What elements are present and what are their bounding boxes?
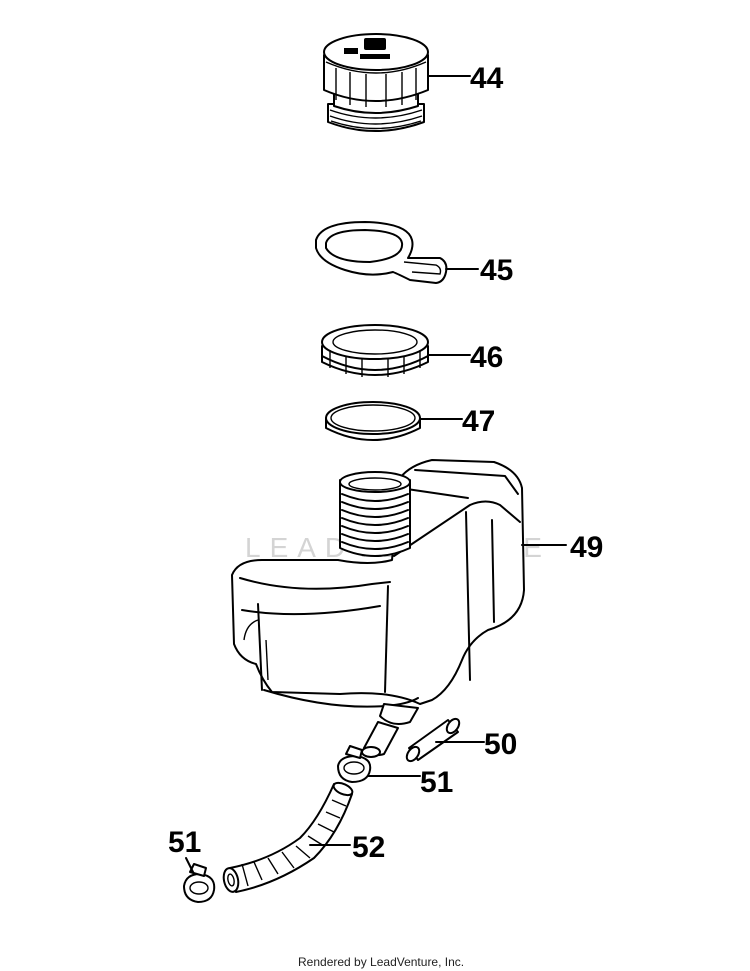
tank-outlet-elbow bbox=[361, 721, 399, 758]
callout-49: 49 bbox=[570, 531, 603, 564]
callout-51-upper: 51 bbox=[420, 766, 453, 799]
callout-46: 46 bbox=[470, 341, 503, 374]
callout-50: 50 bbox=[484, 728, 517, 761]
callout-44: 44 bbox=[470, 62, 504, 95]
lock-ring-part-46[interactable] bbox=[321, 324, 429, 377]
callout-45: 45 bbox=[480, 254, 513, 287]
callout-52: 52 bbox=[352, 831, 385, 864]
fuel-hose-part-52[interactable] bbox=[222, 780, 355, 893]
seal-part-47[interactable] bbox=[325, 401, 421, 441]
fuel-cap-part-44[interactable] bbox=[323, 33, 429, 132]
hose-clamp-part-51-upper[interactable] bbox=[337, 745, 372, 783]
footer-credit: Rendered by LeadVenture, Inc. bbox=[298, 955, 464, 969]
hose-clamp-part-51-lower[interactable] bbox=[183, 863, 216, 903]
callout-51-lower: 51 bbox=[168, 826, 201, 859]
callout-47: 47 bbox=[462, 405, 495, 438]
fitting-part-50[interactable] bbox=[404, 717, 461, 764]
gasket-part-45[interactable] bbox=[315, 221, 448, 284]
fuel-tank-part-49[interactable] bbox=[231, 459, 525, 725]
